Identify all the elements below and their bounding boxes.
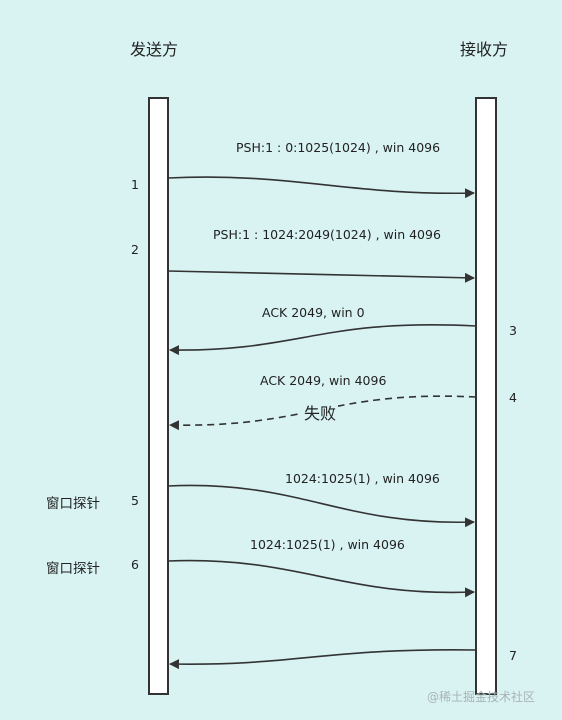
step-number-5: 5: [131, 493, 139, 508]
message-arrow-7: [169, 649, 477, 670]
message-arrow-1: [167, 176, 475, 199]
message-arrow-5: [167, 484, 475, 528]
window-probe-note-6: 窗口探针: [46, 561, 100, 577]
message-label-6: 1024:1025(1) , win 4096: [250, 537, 405, 552]
step-number-4: 4: [509, 390, 517, 405]
receiver-lifeline: [475, 97, 497, 695]
message-arrow-3: [169, 323, 477, 356]
message-label-5: 1024:1025(1) , win 4096: [285, 471, 440, 486]
step-number-3: 3: [509, 323, 517, 338]
watermark: @稀土掘金技术社区: [427, 690, 536, 704]
sender-title: 发送方: [130, 40, 179, 59]
failure-note: 失败: [302, 400, 339, 424]
step-number-6: 6: [131, 557, 139, 572]
message-label-3: ACK 2049, win 0: [262, 305, 365, 320]
message-arrow-2: [167, 270, 475, 283]
message-label-2: PSH:1 : 1024:2049(1024) , win 4096: [213, 227, 441, 242]
receiver-title: 接收方: [460, 40, 509, 59]
message-label-4: ACK 2049, win 4096: [260, 373, 387, 388]
step-number-7: 7: [509, 648, 517, 663]
message-arrow-6: [167, 559, 475, 598]
step-number-2: 2: [131, 242, 139, 257]
sender-lifeline: [148, 97, 169, 695]
message-label-1: PSH:1 : 0:1025(1024) , win 4096: [236, 140, 441, 155]
step-number-1: 1: [131, 177, 139, 192]
window-probe-note-5: 窗口探针: [46, 496, 100, 512]
